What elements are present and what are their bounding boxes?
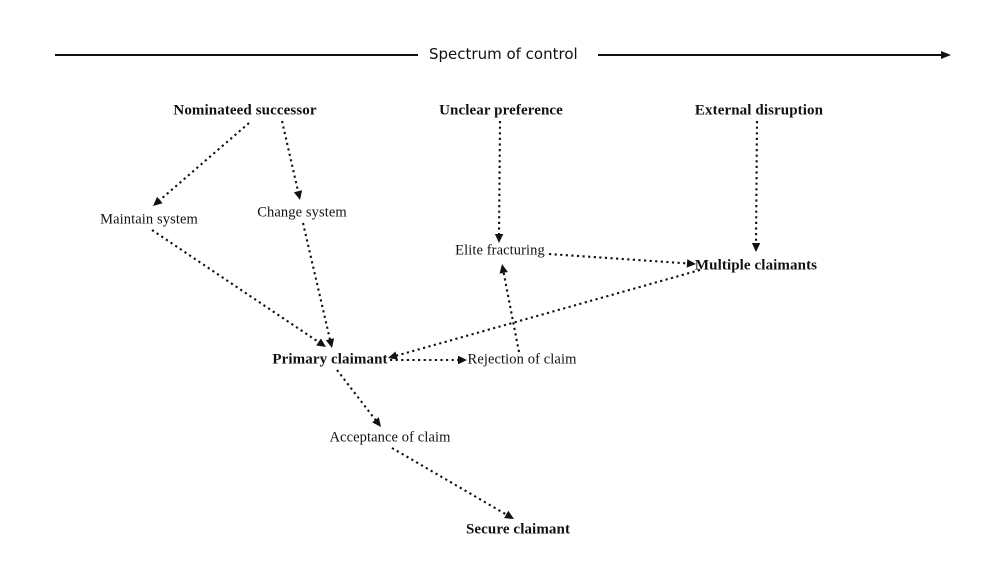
arrowhead-external-to-multiple — [751, 243, 761, 252]
edge-nominated-to-maintain — [156, 122, 250, 203]
edge-change-to-primary — [301, 222, 332, 343]
arrowhead-change-to-primary — [325, 338, 335, 348]
node-external-disruption: External disruption — [694, 102, 824, 119]
edge-nominated-to-change — [280, 120, 300, 195]
edge-external-to-multiple — [754, 120, 759, 247]
arrowhead-acceptance-to-secure — [504, 510, 514, 519]
arrowhead-rejection-to-elite — [499, 264, 508, 274]
arrowhead-unclear-to-elite — [494, 234, 504, 243]
edge-elite-to-multiple — [548, 252, 691, 265]
spectrum-axis-left-line — [55, 54, 418, 56]
edge-multiple-to-primary — [393, 268, 701, 358]
edge-maintain-to-primary — [151, 229, 322, 345]
arrow-right-icon — [941, 50, 951, 59]
node-nominated-successor: Nominateed successor — [173, 102, 317, 119]
node-rejection-of-claim: Rejection of claim — [467, 351, 577, 368]
node-secure-claimant: Secure claimant — [465, 521, 571, 538]
edge-primary-to-acceptance — [336, 369, 379, 423]
arrowhead-maintain-to-primary — [316, 338, 326, 347]
node-elite-fracturing: Elite fracturing — [455, 242, 545, 259]
node-multiple-claimants: Multiple claimants — [694, 257, 818, 274]
node-acceptance-of-claim: Acceptance of claim — [329, 429, 451, 446]
arrowhead-elite-to-multiple — [686, 259, 696, 268]
arrowhead-primary-to-acceptance — [372, 417, 381, 427]
spectrum-axis-title: Spectrum of control — [429, 45, 578, 63]
arrowhead-multiple-to-primary — [388, 351, 398, 360]
edge-acceptance-to-secure — [391, 447, 510, 517]
node-change-system: Change system — [257, 204, 347, 221]
arrowhead-primary-to-rejection — [458, 355, 467, 365]
spectrum-axis-right-line — [598, 50, 951, 59]
node-maintain-system: Maintain system — [100, 211, 198, 228]
arrowhead-nominated-to-maintain — [153, 196, 163, 206]
edge-rejection-to-elite — [502, 269, 521, 353]
arrowhead-nominated-to-change — [293, 190, 303, 200]
node-unclear-preference: Unclear preference — [439, 102, 563, 119]
edge-unclear-to-elite — [497, 120, 502, 238]
node-primary-claimant: Primary claimant — [272, 351, 388, 368]
